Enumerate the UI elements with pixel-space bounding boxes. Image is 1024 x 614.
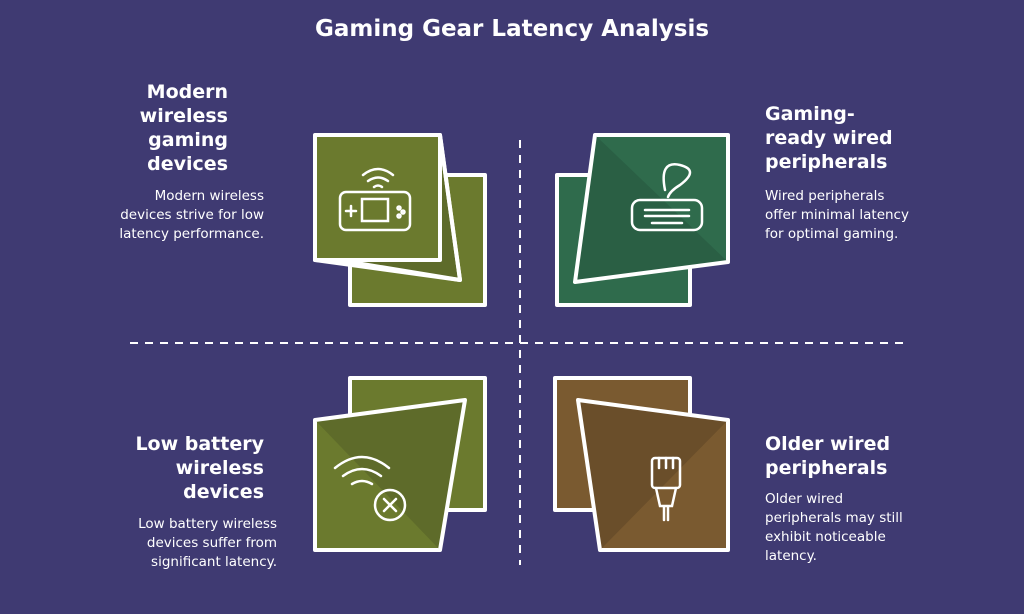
heading-older-wired: Older wired peripherals [765,433,891,479]
page-title: Gaming Gear Latency Analysis [314,16,710,42]
body-modern-wireless: Modern wireless devices strive for low l… [119,188,264,242]
wireless-gamepad-icon [338,167,412,232]
body-low-battery: Low battery wireless devices suffer from… [138,516,277,570]
wireless-off-icon [333,455,407,522]
wired-keyboard-icon [630,163,704,232]
heading-modern-wireless: Modern wireless gaming devices [139,81,228,175]
quadrant-box-older-wired [553,376,730,552]
body-wired: Wired peripherals offer minimal latency … [765,188,909,242]
ethernet-plug-icon [650,456,682,522]
heading-wired: Gaming-ready wired peripherals [765,103,893,173]
quadrant-box-low-battery [313,376,487,552]
heading-low-battery: Low battery wireless devices [135,433,264,503]
body-older-wired: Older wired peripherals may still exhibi… [765,491,903,564]
quadrant-box-modern-wireless [313,133,487,307]
quadrant-box-wired [555,133,730,307]
